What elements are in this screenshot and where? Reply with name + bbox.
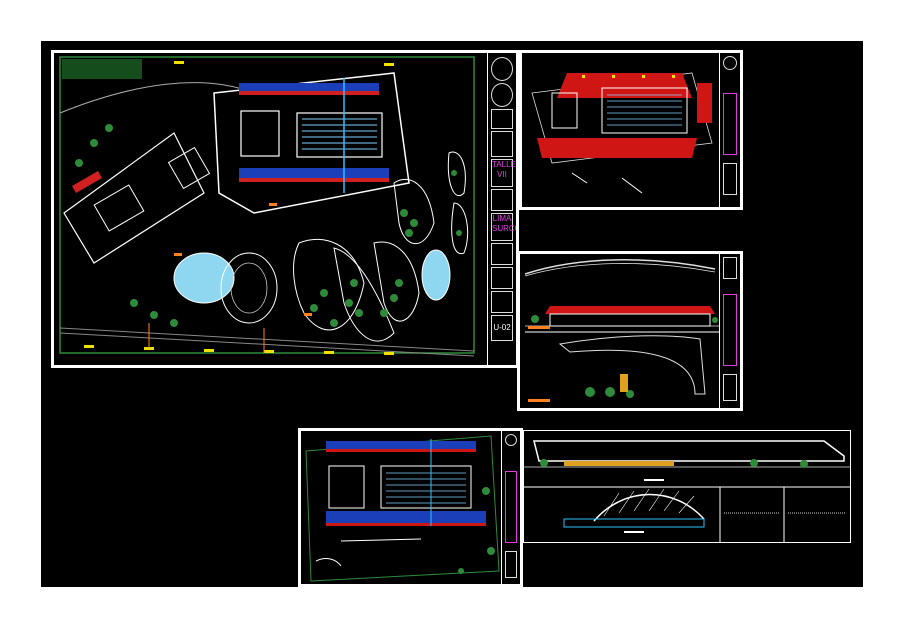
tb-cell [723, 93, 737, 155]
compass-icon [491, 83, 513, 107]
tb-cell [723, 294, 737, 366]
sheet-sections[interactable] [523, 430, 851, 543]
title-block [719, 53, 740, 207]
tb-cell [491, 189, 513, 211]
title-block: TALLER VII LIMA SURCO U-02 [487, 53, 516, 365]
tb-course-label: TALLER [492, 160, 519, 169]
elevations-drawing [524, 259, 720, 402]
tb-cell [491, 243, 513, 265]
tb-course: TALLER VII [491, 159, 519, 187]
tb-cell-logo [491, 131, 513, 157]
title-block [719, 254, 740, 408]
sheet-site-plan[interactable]: TALLER VII LIMA SURCO U-02 [51, 50, 519, 368]
sheet-pool-plan[interactable] [519, 50, 743, 210]
tb-cell [505, 551, 517, 578]
north-arrow-icon [723, 56, 737, 70]
tb-cell [723, 163, 737, 195]
tb-cell [723, 257, 737, 279]
pool-plan-drawing [531, 72, 713, 194]
north-arrow-icon [505, 434, 517, 446]
tb-cell [723, 374, 737, 401]
cad-model-space[interactable]: TALLER VII LIMA SURCO U-02 [41, 41, 863, 587]
tb-district: SURCO [492, 224, 519, 233]
sheet-number: U-02 [491, 315, 513, 341]
north-arrow-icon [491, 57, 513, 81]
tb-location: LIMA SURCO [491, 213, 519, 241]
tb-city: LIMA [492, 214, 512, 223]
tb-course-number: VII [497, 170, 507, 179]
tb-cell [491, 109, 513, 129]
site-plan-drawing [59, 56, 475, 357]
building-plan-drawing [305, 435, 500, 582]
sections-drawing [524, 440, 850, 542]
tb-cell [505, 471, 517, 543]
tb-cell [491, 291, 513, 313]
title-block [501, 431, 520, 584]
sheet-building-plan[interactable] [298, 428, 523, 587]
sheet-elevations[interactable] [517, 251, 743, 411]
tb-cell [491, 267, 513, 289]
